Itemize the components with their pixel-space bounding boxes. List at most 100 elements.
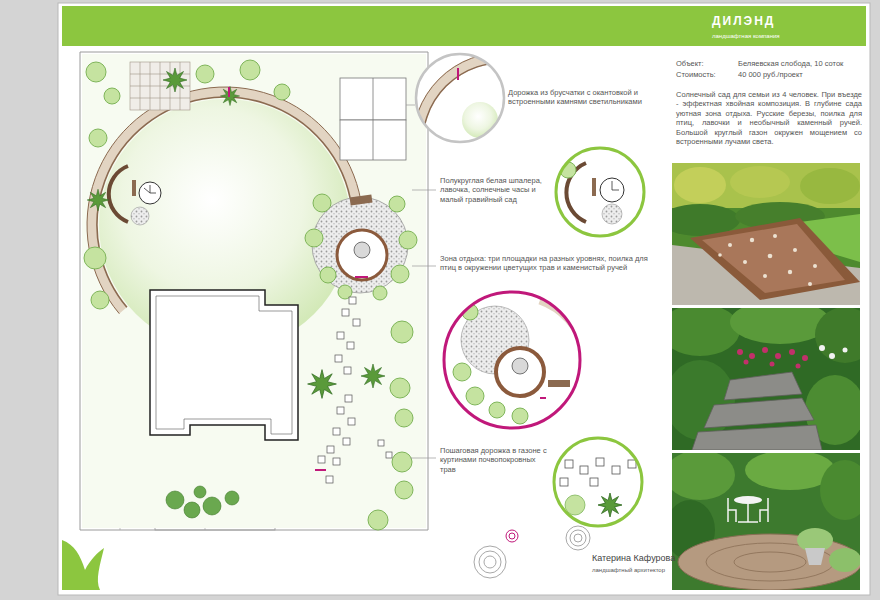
deciduous-trees-part xyxy=(240,60,260,80)
photo-fountain-part xyxy=(690,218,860,300)
leader-lines-part xyxy=(412,190,436,191)
callout-circle-rest-zone-part-part xyxy=(512,408,528,424)
photo-patio xyxy=(672,453,860,590)
house xyxy=(150,290,298,440)
leader-lines-part xyxy=(406,105,415,106)
decorative-rings-part xyxy=(479,551,501,573)
callout-circle-stepping-path-part xyxy=(554,438,642,526)
decorative-rings-part xyxy=(484,556,496,568)
photo-fountain-part xyxy=(718,234,817,286)
paving-ring-part xyxy=(92,92,358,310)
rest-zone-part xyxy=(337,230,387,280)
photo-flower-steps-part-part xyxy=(802,355,808,361)
callout-note: Зона отдыха: три площадки на разных уров… xyxy=(440,254,655,273)
callout-circle-stepping-path-part xyxy=(560,458,636,517)
header-band: ДИЛЭНДландшафтная компания xyxy=(62,6,866,46)
leader-lines xyxy=(406,105,436,458)
photo-fountain-part xyxy=(730,166,790,198)
stepping-stones-part xyxy=(333,428,340,435)
callout-circle-trellis-part-part xyxy=(600,178,624,202)
stepping-stones-part xyxy=(327,446,334,453)
deciduous-trees-part xyxy=(313,194,331,212)
lawn xyxy=(82,54,426,528)
decorative-rings xyxy=(474,526,590,578)
company-tagline: ландшафтная компания xyxy=(712,33,780,41)
deciduous-trees-part xyxy=(274,84,290,100)
paving-ring xyxy=(87,87,363,314)
leader-lines-part xyxy=(412,266,436,267)
stepping-stones-part xyxy=(386,452,392,458)
deciduous-trees-part xyxy=(305,229,323,247)
sheet-ground-part xyxy=(62,540,104,590)
photo-fountain-part-part xyxy=(788,270,792,274)
photo-flower-steps-part-part xyxy=(796,364,801,369)
photo-fountain-part xyxy=(674,167,726,203)
stepping-stones-part xyxy=(353,319,360,326)
photo-flower-steps-part-part xyxy=(843,348,848,353)
conifers-part xyxy=(361,364,385,388)
deciduous-trees-part xyxy=(395,481,413,499)
photo-patio-part xyxy=(672,453,735,500)
photo-fountain-part-part xyxy=(743,260,747,264)
callout-circle-trellis-part-part xyxy=(602,204,622,224)
stepping-stones-part xyxy=(333,458,340,465)
stepping-stones-part xyxy=(342,309,349,316)
sheet-ground xyxy=(58,3,870,595)
conifers-part xyxy=(87,189,109,211)
deciduous-trees-part xyxy=(389,196,405,212)
callout-circle-paving-part xyxy=(413,53,510,150)
conifers-part xyxy=(308,370,337,399)
paved-square-part xyxy=(130,62,190,110)
callout-circle-rest-zone-part-part xyxy=(466,387,484,405)
photo-flower-steps-part-part xyxy=(829,353,835,359)
shrub-group-part xyxy=(166,491,184,509)
conifers-part xyxy=(163,68,187,92)
photo-flower-steps-part-part xyxy=(744,360,749,365)
callout-circle-rest-zone-part-part xyxy=(540,397,546,399)
photo-flower-steps-part-part xyxy=(819,345,825,351)
photo-fountain-part xyxy=(702,224,845,293)
deciduous-trees xyxy=(84,60,417,530)
rest-zone-part xyxy=(354,242,370,258)
photo-flower-steps-part-part xyxy=(762,347,768,353)
decorative-rings-part xyxy=(509,533,515,539)
photo-fountain-part-part xyxy=(728,243,732,247)
callout-circle-paving-part-part xyxy=(457,68,459,80)
stepping-stones-part xyxy=(349,297,356,304)
deciduous-trees-part xyxy=(391,321,413,343)
photo-fountain-part-part xyxy=(763,274,767,278)
leader-lines-part xyxy=(410,458,436,459)
photo-flower-steps-part-part xyxy=(724,372,802,400)
photo-flower-steps-part-part xyxy=(789,349,795,355)
photo-fountain-part xyxy=(800,168,860,204)
light-marks xyxy=(229,87,368,470)
photo-fountain-part-part xyxy=(813,264,817,268)
conifers xyxy=(87,68,385,398)
photo-patio-part xyxy=(706,543,834,581)
trellis-corner-part xyxy=(144,185,156,193)
shrub-group-part xyxy=(184,502,200,518)
callout-circle-stepping-path-part-part xyxy=(628,460,636,468)
callout-circle-rest-zone-part-part xyxy=(453,363,471,381)
photo-fountain-part-part xyxy=(793,248,797,252)
photo-flower-steps-part-part xyxy=(692,425,822,450)
photo-patio-part xyxy=(820,460,860,520)
trellis-corner xyxy=(109,166,161,225)
callout-circle-trellis-part-part xyxy=(592,178,596,196)
deciduous-trees-part xyxy=(392,452,412,472)
stepping-stones-part xyxy=(344,367,351,374)
stepping-stones-part xyxy=(318,456,325,463)
light-marks-part xyxy=(228,87,230,97)
light-marks-part xyxy=(355,276,368,278)
stepping-stones xyxy=(318,297,392,483)
callout-circle-trellis-part xyxy=(556,148,644,236)
deciduous-trees-part xyxy=(320,267,336,283)
field-value: 40 000 руб./проект xyxy=(738,70,803,79)
photo-flower-steps-part-part xyxy=(704,398,814,428)
paved-square xyxy=(130,62,190,110)
photo-patio-part xyxy=(829,548,860,572)
callout-circle-stepping-path xyxy=(554,438,642,526)
shrub-group-part xyxy=(203,497,221,515)
callout-circle-trellis-part xyxy=(556,148,644,236)
